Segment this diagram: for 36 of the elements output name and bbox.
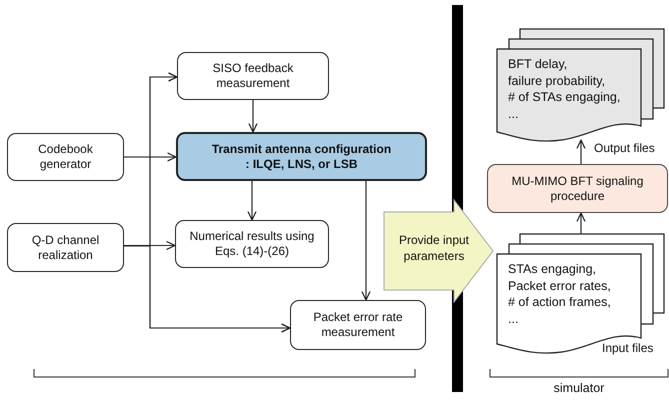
caption-text: Output files [594,141,655,155]
node-text: ... [508,311,520,328]
process-box [177,52,329,100]
node-text: Provide input parameters [398,233,470,264]
process-box [7,133,124,181]
node-text: Packet error rates, [508,278,611,294]
node-text: : ILQE, LNS, or LSB [245,156,358,172]
arrow [247,181,257,221]
arrow [248,100,258,133]
node-text: Packet error rate measurement [312,310,404,340]
process-box [7,223,124,272]
node-text: ... [508,106,520,123]
arrow [124,240,176,250]
node-text: # of STAs engaging, [508,89,620,106]
caption-text: Input files [602,341,654,355]
node-text: BFT delay, [508,56,568,73]
process-box [175,220,329,268]
process-box [176,132,427,181]
node-text: Transmit antenna configuration [212,142,392,156]
node-text: Numerical results using Eqs. (14)-(26) [188,229,316,259]
node-text: STAs engaging, [508,261,598,278]
arrow [124,245,291,333]
node-text: # of action frames, [508,294,611,312]
node-text: SISO feedback measurement [212,61,294,91]
document-stack [497,29,665,140]
arrow [576,212,586,234]
process-box [487,164,668,213]
node-text: Q-D channel realization [30,232,100,262]
group-label: simulator [552,381,606,395]
node-text: Codebook generator [37,142,94,172]
node-text: failure probability, [508,72,606,90]
node-text: MU-MIMO BFT signaling procedure [510,174,644,204]
process-box [290,300,426,350]
arrow [361,181,371,301]
arrow [576,139,586,164]
block-arrow-shape [384,200,493,302]
